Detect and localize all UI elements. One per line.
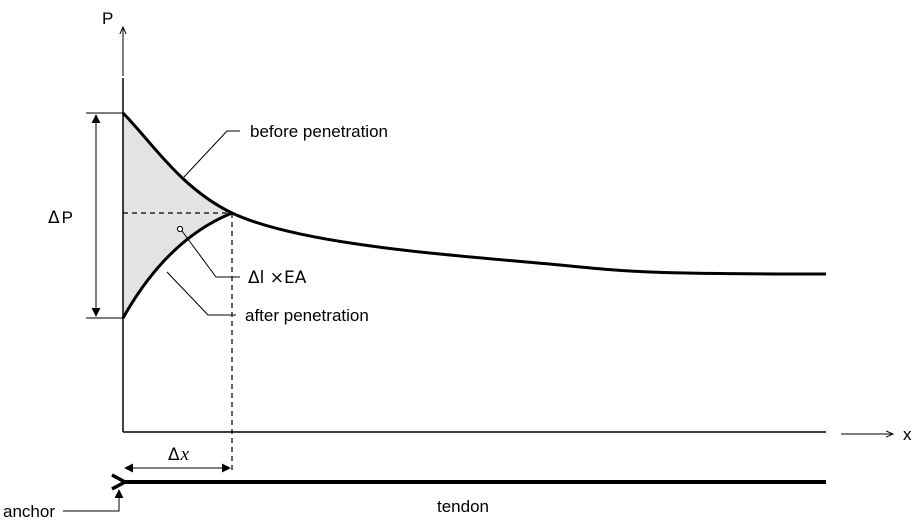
before-penetration-curve — [121, 111, 827, 276]
after-penetration-label: after penetration — [245, 306, 369, 325]
tendon-label: tendon — [437, 497, 489, 516]
area-marker — [176, 225, 184, 233]
anchor-leader — [63, 489, 124, 512]
anchor-label: anchor — [3, 502, 55, 521]
before-penetration-label: before penetration — [250, 122, 388, 141]
delta-x-label: Δx — [168, 444, 190, 465]
before-penetration-leader — [183, 130, 240, 178]
anchor-head — [111, 473, 129, 491]
after-penetration-leader — [166, 271, 236, 316]
area-label: Δl ×EA — [248, 268, 307, 288]
area-leader — [181, 230, 240, 278]
y-axis-label: P — [102, 9, 113, 28]
x-axis-label: x — [903, 425, 912, 444]
loss-area — [123, 113, 232, 318]
after-penetration-curve — [121, 211, 233, 319]
